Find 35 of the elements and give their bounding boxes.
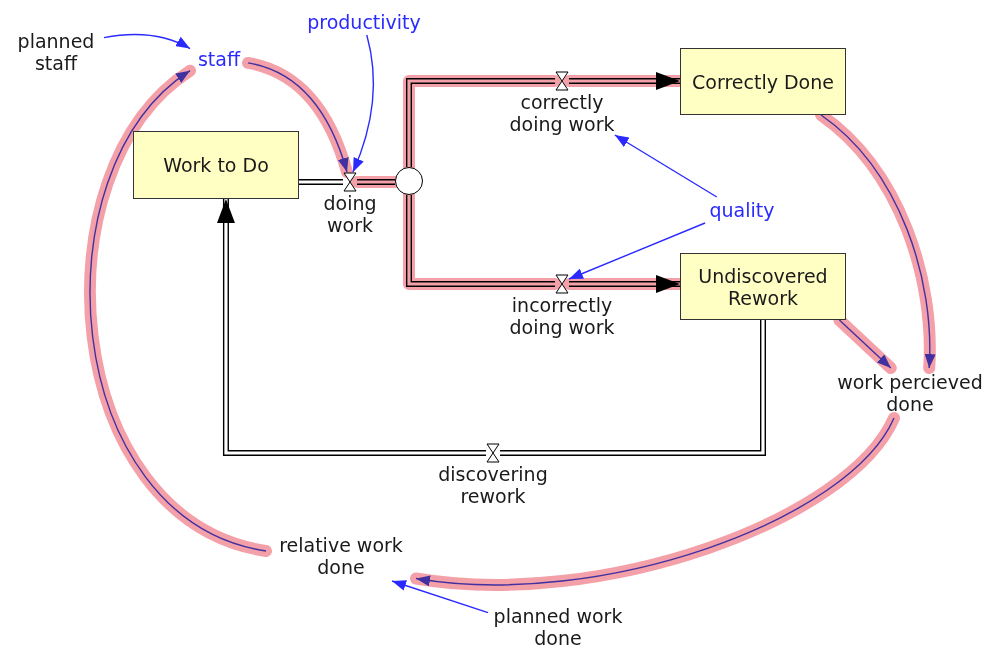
arrow: [391, 580, 489, 614]
arrow: [89, 70, 267, 552]
stock-label: Work to Do: [163, 154, 269, 176]
rate-label: discovering rework: [437, 463, 549, 507]
stock-box: [680, 48, 846, 115]
flow-pipe: [406, 194, 556, 287]
flow-pipe: [298, 179, 344, 185]
flow-pipe: [568, 275, 681, 293]
flow-pipe: [216, 198, 487, 456]
stock-label: Correctly Done: [692, 70, 834, 93]
arrow: [103, 33, 191, 50]
variable-label: relative work done: [266, 531, 416, 581]
arrow: [247, 62, 349, 173]
variable-label: productivity: [294, 9, 434, 35]
flow-pipe: [406, 78, 556, 168]
arrow: [820, 114, 936, 369]
rate-label: incorrectly doing work: [508, 294, 616, 338]
stock-label: Undiscovered Rework: [697, 264, 829, 309]
variable-label: staff: [190, 46, 248, 72]
stock-box: [133, 131, 299, 199]
rate-label: correctly doing work: [508, 91, 616, 135]
stock-box: [680, 253, 846, 320]
flow-pipe: [568, 72, 681, 90]
arrow: [568, 222, 706, 280]
arrow: [614, 134, 718, 198]
rate-label: doing work: [322, 192, 378, 236]
arrow: [838, 319, 892, 369]
variable-label: work percieved done: [830, 368, 990, 418]
variable-label: quality: [700, 197, 784, 223]
arrow: [352, 34, 375, 173]
flow-pipe: [499, 319, 766, 456]
flow-pipe: [356, 179, 396, 185]
variable-label: planned staff: [8, 28, 104, 76]
arrow: [415, 417, 895, 586]
variable-label: planned work done: [488, 603, 628, 651]
